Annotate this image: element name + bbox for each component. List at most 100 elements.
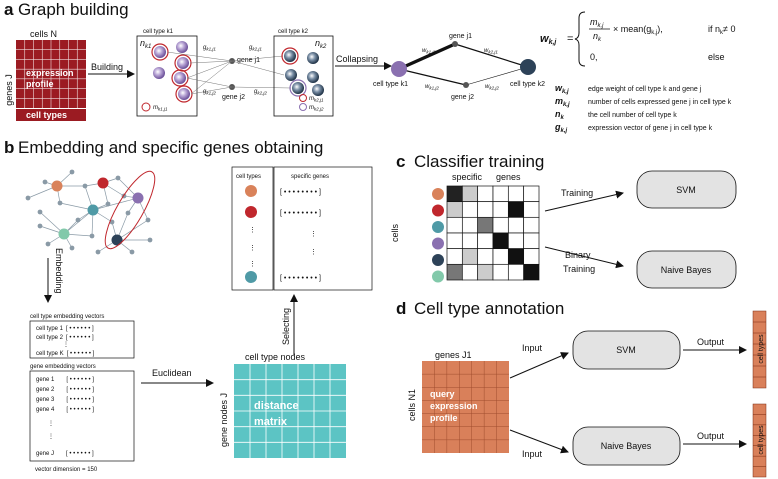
- genes-j1-label: genes J1: [435, 350, 472, 360]
- class-matrix-cell: [461, 248, 479, 265]
- collapsed-graph: gene j1 gene j2 cell type k1 cell type k…: [373, 33, 545, 101]
- output-label-1: Output: [697, 337, 725, 347]
- matrix-label: matrix: [254, 416, 288, 428]
- class-matrix-cell: [461, 185, 479, 203]
- network-edge: [92, 197, 139, 211]
- edge-k2-j1: [454, 43, 529, 68]
- cell-type-2-row: cell type 2[ • • • • • • ]: [36, 335, 94, 341]
- cell-k1: [176, 41, 188, 53]
- edge-line: [166, 51, 233, 62]
- specific-genes-row-2: [ • • • • • • • • ]: [280, 210, 321, 217]
- naive-bayes-train-label: Naive Bayes: [661, 265, 712, 275]
- cell-k2: [307, 71, 319, 83]
- svm-annotate-label: SVM: [616, 345, 636, 355]
- class-cell-dot: [432, 237, 444, 250]
- gene-1-row: gene 1[ • • • • • • ]: [36, 377, 94, 383]
- cells-n-label: cells N: [30, 29, 57, 39]
- cell-type-k1-box: [136, 35, 198, 117]
- gene-j1-label: gene j1: [237, 57, 260, 64]
- collapsed-gene-j1-node: [452, 41, 458, 47]
- legend-text-g: expression vector of gene j in cell type…: [588, 125, 713, 132]
- cell-type-node-teal: [245, 271, 257, 283]
- genes-label: genes: [496, 172, 521, 182]
- class-matrix-cell: [461, 232, 479, 250]
- n-k1-label: nk1: [140, 38, 151, 50]
- formula-legend: wk,j edge weight of cell type k and gene…: [554, 83, 732, 134]
- formula-lhs: wk,j: [540, 33, 557, 46]
- panel-b-letter: b: [4, 138, 14, 157]
- m-k2j2-legend-circle: [299, 103, 307, 111]
- class-matrix-cell: [523, 248, 540, 265]
- collapsed-gene-j2-label: gene j2: [451, 94, 474, 101]
- cell-k2: [285, 69, 297, 81]
- cell-type-k2-title: cell type k2: [278, 29, 309, 35]
- class-matrix-cell: [446, 201, 463, 218]
- formula-mean: × mean(gk,j),: [613, 24, 663, 36]
- input-arrow-nb: [509, 429, 569, 454]
- cell-type-nodes-label: cell type nodes: [245, 352, 306, 362]
- formula-eq: =: [567, 33, 573, 45]
- panel-d-letter: d: [396, 299, 406, 318]
- gene-cell-edges: [166, 51, 292, 95]
- class-matrix-cell: [523, 185, 540, 203]
- specific-genes-column-box: [273, 166, 373, 291]
- class-matrix-cell: [523, 201, 540, 218]
- collapsed-cell-type-k1-label: cell type k1: [373, 81, 408, 88]
- euclidean-label: Euclidean: [152, 368, 192, 378]
- svm-train-label: SVM: [676, 185, 696, 195]
- gene-4-row: gene 4[ • • • • • • ]: [36, 407, 94, 413]
- matrix-profile-label: profile: [26, 79, 54, 89]
- cell-k2: [312, 84, 324, 96]
- class-matrix-cell: [492, 248, 509, 265]
- class-cell-dot: [432, 188, 444, 200]
- gene-node: [25, 195, 31, 201]
- cell-type-node-orange: [245, 185, 257, 197]
- gene-node: [125, 210, 131, 216]
- input-label-1: Input: [522, 343, 543, 353]
- m-k2j2-label: mk2,j2: [309, 105, 324, 112]
- weight-formula: wk,j = mk,j nk × mean(gk,j), if nk≠ 0 0,…: [540, 11, 735, 67]
- cell-type-k2-box: [273, 35, 334, 117]
- formula-zero: 0,: [590, 52, 598, 62]
- cell-type-k2-node: [520, 59, 536, 75]
- gene-node: [69, 245, 75, 251]
- gene-node: [115, 175, 121, 181]
- formula-else: else: [708, 52, 725, 62]
- gene-j-row: gene J[ • • • • • • ]: [36, 451, 94, 457]
- class-matrix-cell: [446, 216, 463, 234]
- specific-genes-row-k: [ • • • • • • • • ]: [280, 275, 321, 282]
- naive-bayes-annotate-box: [572, 426, 681, 466]
- gene-node: [89, 233, 95, 239]
- collapsing-label: Collapsing: [336, 54, 378, 64]
- class-matrix-cell: [477, 201, 494, 218]
- panel-a-title: Graph building: [18, 0, 129, 19]
- gene-node: [42, 179, 48, 185]
- naive-bayes-train-box: [636, 250, 737, 289]
- cell-k1: [177, 57, 189, 69]
- query-label: query: [430, 389, 455, 399]
- gene-node: [45, 241, 51, 247]
- class-matrix-cell: [446, 263, 463, 281]
- query-matrix: query expression profile: [422, 361, 509, 453]
- formula-brace: [574, 11, 586, 67]
- n-k2-label: nk2: [315, 38, 327, 50]
- specific-genes-vdots-2: ⋮: [310, 249, 317, 256]
- cells-n1-label: cells N1: [407, 389, 417, 421]
- specific-genes-row-1: [ • • • • • • • • ]: [280, 189, 321, 196]
- edge-line: [231, 60, 285, 76]
- distance-matrix: distance matrix: [234, 364, 346, 458]
- legend-text-n: the cell number of cell type k: [588, 112, 677, 119]
- g-k2j1-label: gk2,j1: [249, 45, 262, 52]
- class-matrix-cell: [477, 216, 494, 234]
- collapsed-cell-type-k2-label: cell type k2: [510, 81, 545, 88]
- gene-embedding-box: [29, 370, 135, 462]
- binary-training-arrow: [544, 246, 624, 269]
- w-k2j1-label: wk2,j1: [484, 48, 498, 55]
- class-matrix-cell: [446, 248, 463, 265]
- gene-vdots-1: ⋮: [48, 421, 54, 427]
- class-matrix-cell: [492, 263, 509, 281]
- panel-a-letter: a: [4, 0, 14, 19]
- cell-type-k1-title: cell type k1: [143, 29, 174, 35]
- formula-condition: if nk≠ 0: [708, 24, 735, 36]
